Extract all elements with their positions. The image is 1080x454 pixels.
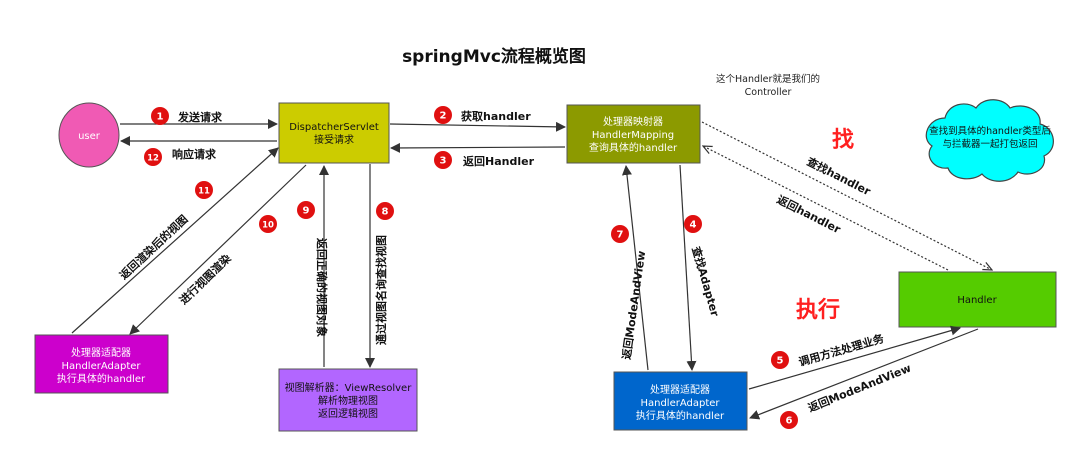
- step-label-4: 查找Adapter: [689, 245, 722, 318]
- step-badge-4: 4: [684, 215, 702, 233]
- step-label-8: 通过视图名询查找视图: [374, 235, 388, 345]
- step-badge-1: 1: [151, 107, 169, 125]
- step-badge-11: 11: [195, 181, 213, 199]
- dispatcher-line-2: 接受请求: [314, 133, 354, 146]
- arrow-step-11: [71, 147, 279, 334]
- cloud-text-line-1: 查找到具体的handler类型后: [929, 125, 1051, 137]
- step-label-6: 返回ModeAndView: [806, 361, 913, 415]
- step-badge-circle: [434, 151, 452, 169]
- step-badge-number: 2: [440, 111, 447, 122]
- controller-note-line-2: Controller: [745, 87, 792, 98]
- arrow-step-6: [749, 328, 979, 420]
- step-badge-number: 9: [303, 206, 310, 217]
- arrow-step-5: [748, 325, 961, 390]
- step-label-5: 调用方法处理业务: [797, 331, 886, 369]
- step-badge-number: 7: [617, 230, 624, 241]
- step-label-2: 获取handler: [461, 109, 531, 123]
- user-node: user: [58, 102, 120, 168]
- step-label-3: 返回Handler: [463, 154, 535, 168]
- handler-mapping-line-3: 查询具体的handler: [589, 141, 678, 154]
- arrow-return-handler: [703, 146, 949, 271]
- step-badge-7: 7: [611, 225, 629, 243]
- adapter-right-line-3: 执行具体的handler: [636, 409, 725, 422]
- step-badge-6: 6: [780, 411, 798, 429]
- user-node-label: user: [78, 131, 101, 142]
- step-badge-circle: [611, 225, 629, 243]
- arrow-step-10: [129, 164, 307, 335]
- step-badge-circle: [297, 201, 315, 219]
- step-badge-9: 9: [297, 201, 315, 219]
- step-badge-10: 10: [259, 215, 277, 233]
- step-badge-number: 8: [382, 207, 389, 218]
- adapter-right-line-1: 处理器适配器: [650, 384, 710, 396]
- step-badge-number: 3: [440, 156, 447, 167]
- step-label-7: 返回ModeAndView: [619, 250, 648, 361]
- step-badge-8: 8: [376, 202, 394, 220]
- step-badge-number: 11: [198, 187, 210, 197]
- step-badge-circle: [434, 106, 452, 124]
- step-badge-circle: [144, 148, 162, 166]
- step-labels: 发送请求获取handler返回Handler查找Adapter调用方法处理业务返…: [116, 109, 912, 415]
- step-label-9: 返回正确的视图对象: [315, 238, 329, 337]
- step-badge-number: 10: [262, 221, 274, 231]
- step-badge-circle: [151, 107, 169, 125]
- adapter-left-line-1: 处理器适配器: [71, 347, 131, 359]
- step-badge-2: 2: [434, 106, 452, 124]
- view-resolver-node: 视图解析器：ViewResolver 解析物理视图 返回逻辑视图: [278, 368, 418, 432]
- diagram-title: springMvc流程概览图: [402, 46, 586, 67]
- step-badge-number: 6: [786, 416, 793, 427]
- dispatcher-line-1: DispatcherServlet: [289, 122, 379, 133]
- step-badge-number: 1: [157, 112, 164, 123]
- handler-node: Handler: [898, 271, 1057, 328]
- note-cloud: 查找到具体的handler类型后 与拦截器一起打包返回: [925, 99, 1054, 182]
- adapter-left-line-3: 执行具体的handler: [57, 372, 146, 385]
- handler-adapter-right-node: 处理器适配器 HandlerAdapter 执行具体的handler: [613, 371, 748, 431]
- step-badge-circle: [259, 215, 277, 233]
- step-badge-circle: [771, 351, 789, 369]
- handler-mapping-line-2: HandlerMapping: [592, 130, 674, 141]
- arrow-step-3: [390, 142, 566, 153]
- dispatcher-servlet-node: DispatcherServlet 接受请求: [278, 102, 390, 164]
- step-badge-circle: [684, 215, 702, 233]
- arrow-step-2: [389, 121, 566, 132]
- step-badge-number: 4: [690, 220, 697, 231]
- controller-note-line-1: 这个Handler就是我们的: [716, 73, 820, 85]
- return-handler-label: 返回handler: [775, 192, 844, 236]
- view-resolver-line-2: 解析物理视图: [318, 394, 378, 407]
- step-badge-circle: [780, 411, 798, 429]
- arrow-step-4: [679, 164, 697, 371]
- step-badge-circle: [195, 181, 213, 199]
- arrow-step-7: [621, 165, 649, 371]
- find-label: 找: [832, 128, 854, 153]
- step-label-11: 返回渲染后的视图: [116, 212, 190, 282]
- step-badge-3: 3: [434, 151, 452, 169]
- view-resolver-line-1: 视图解析器：ViewResolver: [285, 381, 413, 394]
- step-badge-circle: [376, 202, 394, 220]
- handler-adapter-left-node: 处理器适配器 HandlerAdapter 执行具体的handler: [34, 334, 169, 394]
- step-badge-number: 12: [147, 154, 159, 164]
- cloud-text-line-2: 与拦截器一起打包返回: [942, 138, 1037, 150]
- step-badge-number: 5: [777, 356, 784, 367]
- view-resolver-line-3: 返回逻辑视图: [318, 407, 378, 420]
- adapter-left-line-2: HandlerAdapter: [61, 361, 141, 372]
- step-badge-5: 5: [771, 351, 789, 369]
- step-badge-12: 12: [144, 148, 162, 166]
- step-label-1: 发送请求: [177, 110, 223, 124]
- handler-mapping-line-1: 处理器映射器: [603, 116, 663, 128]
- adapter-right-line-2: HandlerAdapter: [640, 398, 720, 409]
- step-label-12: 响应请求: [172, 147, 217, 161]
- handler-node-label: Handler: [957, 295, 997, 306]
- handler-mapping-node: 处理器映射器 HandlerMapping 查询具体的handler: [566, 104, 701, 164]
- step-label-10: 进行视图渲染: [176, 251, 234, 308]
- execute-label: 执行: [796, 297, 840, 323]
